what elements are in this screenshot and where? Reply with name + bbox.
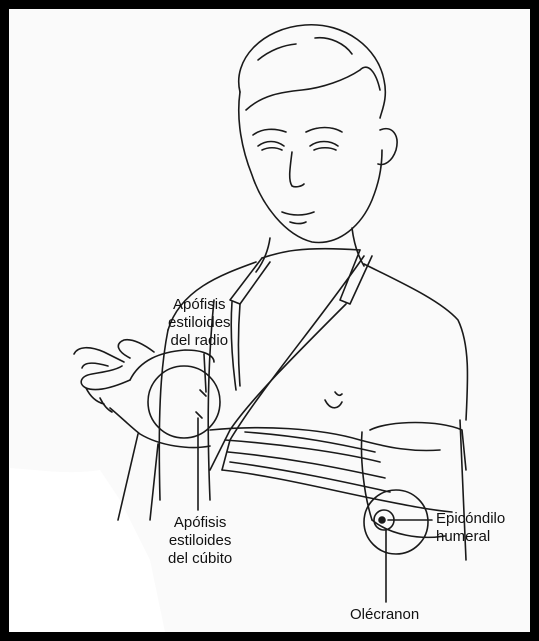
label-radial-styloid: Apófisis estiloides del radio [168, 296, 231, 350]
label-epicondyle: Epicóndilo humeral [436, 510, 505, 546]
label-ulnar-styloid-line3: del cúbito [168, 550, 232, 568]
label-epicondyle-line2: humeral [436, 528, 505, 546]
torn-paper-area [10, 468, 165, 632]
label-ulnar-styloid-line1: Apófisis [168, 514, 232, 532]
label-ulnar-styloid-line2: estiloides [168, 532, 232, 550]
label-ulnar-styloid: Apófisis estiloides del cúbito [168, 514, 232, 568]
label-radial-styloid-line2: estiloides [168, 314, 231, 332]
radial-styloid-leader [204, 354, 206, 392]
label-epicondyle-line1: Epicóndilo [436, 510, 505, 528]
wrist-circle [148, 366, 220, 438]
label-radial-styloid-line3: del radio [168, 332, 231, 350]
label-radial-styloid-line1: Apófisis [168, 296, 231, 314]
boy-head [239, 25, 397, 243]
label-olecranon: Olécranon [350, 606, 419, 624]
